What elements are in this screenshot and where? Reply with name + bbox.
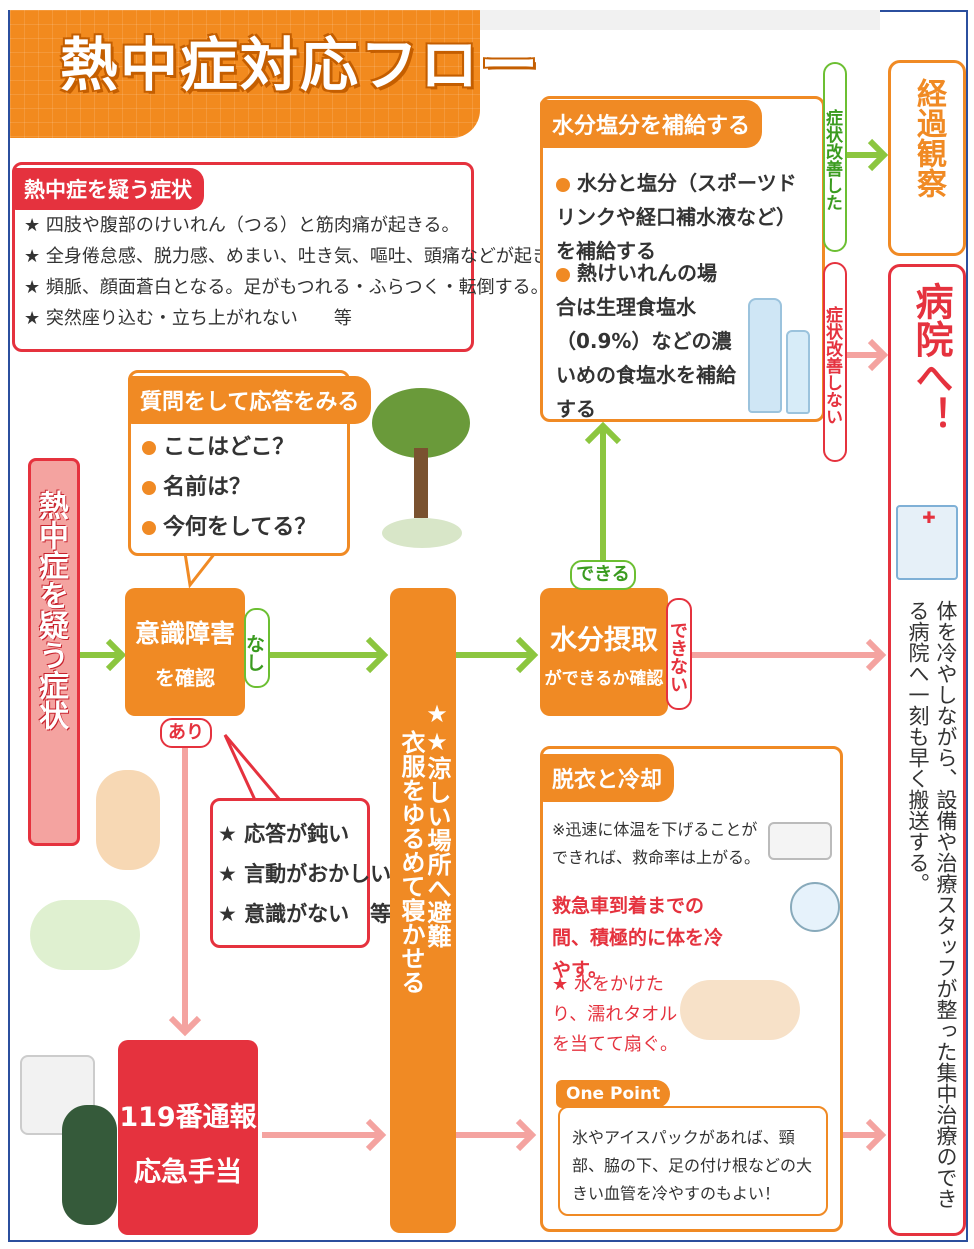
hospital-building-icon: ✚	[896, 505, 958, 580]
air-conditioner-icon	[768, 822, 832, 860]
arrow-shade-to-water	[455, 636, 539, 674]
emergency-call-line2: 応急手当	[134, 1157, 242, 1188]
water-bottle-icon	[748, 298, 782, 413]
collapsed-child-illustration	[30, 900, 140, 970]
arrow-yes-to-119	[168, 745, 202, 1037]
warning-sign-item: ★ 応答が鈍い	[218, 822, 350, 846]
consciousness-check-node	[125, 588, 245, 716]
bullet-icon	[142, 441, 156, 455]
onepoint-label: One Point	[556, 1080, 671, 1108]
symptoms-label: 熱中症を疑う症状	[12, 168, 204, 210]
hospital-box	[888, 264, 966, 1236]
symptom-item: ★ 全身倦怠感、脱力感、めまい、吐き気、嘔吐、頭痛などが起きる。	[24, 246, 586, 267]
start-node	[28, 458, 80, 846]
warning-sign-item: ★ 意識がない 等	[218, 902, 392, 926]
observe-text: 経過観察	[911, 78, 946, 198]
symptom-item: ★ 四肢や腹部のけいれん（つる）と筋肉痛が起きる。	[24, 215, 460, 236]
question-bubble-tail	[183, 551, 219, 589]
question-list: ここはどこ？ 名前は？ 今何をしてる？	[142, 428, 316, 548]
shade-action-line1: ★★涼しい場所へ避難	[423, 700, 451, 948]
emergency-call-node	[118, 1040, 258, 1235]
water-check-node	[540, 588, 668, 716]
start-node-text: 熱中症を疑う症状	[33, 490, 68, 730]
arrow-notimproved-to-hospital	[845, 338, 889, 372]
arrow-can-to-hydration	[584, 421, 622, 565]
bullet-icon	[142, 481, 156, 495]
hospital-text: 病院へ！	[909, 282, 953, 434]
title-banner	[10, 10, 480, 138]
page-title: 熱中症対応フロー	[60, 31, 541, 99]
hydration-label: 水分塩分を補給する	[540, 100, 763, 148]
arrow-start-to-check	[80, 638, 127, 672]
top-strip	[480, 10, 880, 30]
onepoint-box	[558, 1106, 828, 1216]
arrow-none-to-shade	[265, 636, 389, 674]
children-illustration	[96, 770, 160, 870]
bullet-icon	[142, 521, 156, 535]
consciousness-check-line1: 意識障害	[134, 619, 235, 648]
arrow-improved-to-observe	[845, 138, 889, 172]
tag-cannot: できない	[666, 598, 692, 710]
bullet-icon	[556, 177, 570, 192]
hospital-note: 体を冷やしながら、設備や治療スタッフが整った集中治療のできる病院へ一刻も早く搬送…	[906, 600, 958, 1209]
water-check-line2: ができるか確認	[544, 669, 664, 689]
question-item: 今何をしてる？	[142, 508, 316, 548]
signs-bubble-tail	[223, 734, 284, 802]
symptoms-list: ★ 四肢や腹部のけいれん（つる）と筋肉痛が起きる。 ★ 全身倦怠感、脱力感、めま…	[24, 210, 586, 334]
cooling-emphasis: 救急車到着までの間、積極的に体を冷やす。	[552, 895, 724, 981]
warning-sign-item: ★ 言動がおかしい	[218, 862, 392, 886]
arrow-119-to-cooling	[262, 1118, 887, 1152]
emergency-call-line1: 119番通報	[119, 1102, 257, 1133]
bullet-icon	[556, 267, 570, 282]
cooling-tip: ★ 水をかけたり、濡れタオルを当てて扇ぐ。	[552, 974, 678, 1055]
observe-box	[888, 60, 966, 256]
tag-yes: あり	[160, 718, 212, 748]
question-item: ここはどこ？	[142, 428, 316, 468]
tag-not-improved: 症状改善しない	[822, 262, 847, 462]
warning-signs-list: ★ 応答が鈍い ★ 言動がおかしい ★ 意識がない 等	[218, 814, 391, 934]
fan-icon	[790, 882, 840, 932]
symptom-item: ★ 突然座り込む・立ち上がれない 等	[24, 308, 352, 329]
onepoint-text: 氷やアイスパックがあれば、頸部、脇の下、足の付け根などの大きい血管を冷やすのもよ…	[572, 1128, 813, 1203]
question-label: 質問をして応答をみる	[128, 376, 372, 424]
water-check-line1: 水分摂取	[550, 625, 658, 656]
paramedic-illustration	[62, 1105, 117, 1225]
question-item: 名前は？	[142, 468, 316, 508]
tag-can: できる	[570, 560, 636, 590]
cooling-illustration	[680, 980, 800, 1040]
tag-improved: 症状改善した	[822, 62, 847, 252]
cooling-note: ※迅速に体温を下げることができれば、救命率は上がる。	[552, 820, 761, 867]
hydration-item: 水分と塩分（スポーツドリンクや経口補水液など）を補給する	[556, 171, 797, 263]
shade-illustration	[372, 388, 470, 558]
cooling-label: 脱衣と冷却	[540, 754, 675, 802]
shade-action-node	[390, 588, 456, 1233]
consciousness-check-line2: を確認	[155, 666, 215, 690]
arrow-cannot-to-hospital	[692, 638, 887, 672]
sports-drink-icon	[786, 330, 810, 414]
shade-action-line2: 衣服をゆるめて寝かせる	[397, 730, 425, 994]
tag-none: なし	[243, 608, 270, 688]
hydration-item: 熱けいれんの場合は生理食塩水（0.9%）などの濃いめの食塩水を補給する	[556, 261, 736, 421]
warning-signs-box	[210, 798, 370, 948]
symptom-item: ★ 頻脈、顔面蒼白となる。足がもつれる・ふらつく・転倒する。	[24, 277, 549, 298]
